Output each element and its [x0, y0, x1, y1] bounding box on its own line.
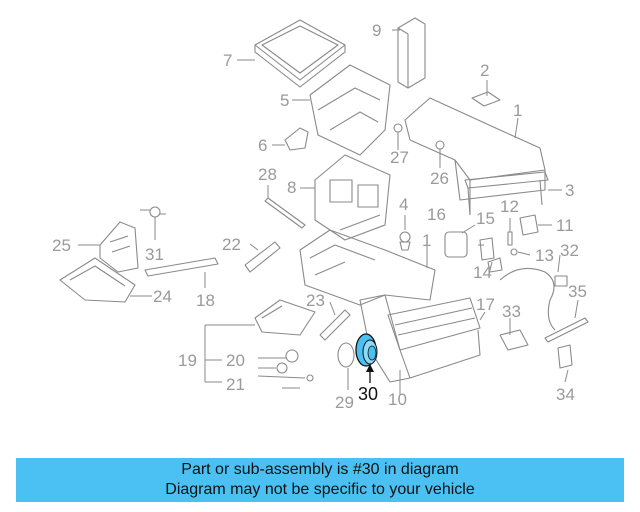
callout-12: 12 [500, 197, 519, 216]
part-31-screw [140, 206, 166, 218]
part-5-upper-housing [309, 64, 391, 156]
part-27-screw [393, 123, 403, 145]
banner-line-2: Diagram may not be specific to your vehi… [165, 481, 475, 498]
part-25-bracket [99, 221, 139, 273]
callout-1b: 1 [422, 231, 431, 250]
callout-1: 1 [513, 101, 522, 120]
part-7-filter-frame [254, 19, 346, 88]
part-6-bracket [284, 127, 309, 151]
callout-17: 17 [476, 295, 495, 314]
callout-5: 5 [280, 91, 289, 110]
callout-15: 15 [476, 209, 495, 228]
callout-3: 3 [565, 181, 574, 200]
part-30-highlighted[interactable] [355, 333, 378, 367]
callout-11: 11 [556, 216, 574, 235]
part-16-cap [444, 231, 468, 258]
callout-29: 29 [335, 393, 354, 412]
callout-18: 18 [196, 291, 215, 310]
callout-10: 10 [388, 390, 407, 409]
part-8-housing [314, 154, 391, 241]
part-22-seal [244, 241, 281, 273]
part-19-filter [254, 299, 316, 336]
callout-27: 27 [390, 148, 409, 167]
part-15-clip [479, 237, 495, 261]
part-32-harness [499, 267, 568, 331]
part-11-sensor [519, 214, 539, 236]
parts-diagram: 9 7 5 2 1 6 27 26 8 3 28 4 31 25 24 18 2… [52, 17, 589, 412]
arrow-30 [366, 364, 374, 383]
part-26-fastener [435, 140, 445, 160]
callout-25: 25 [52, 236, 71, 255]
callout-35: 35 [568, 282, 587, 301]
callout-28: 28 [258, 165, 277, 184]
callout-31: 31 [145, 245, 164, 264]
callout-6: 6 [258, 136, 267, 155]
callout-30: 30 [358, 384, 378, 404]
callout-16: 16 [427, 205, 446, 224]
callout-2: 2 [480, 61, 489, 80]
info-banner: Part or sub-assembly is #30 in diagram D… [16, 458, 624, 502]
callout-23: 23 [306, 291, 325, 310]
part-13-nut [510, 248, 518, 256]
callout-19: 19 [178, 351, 197, 370]
callout-33: 33 [502, 302, 521, 321]
callout-21: 21 [226, 375, 245, 394]
part-12-screw [507, 231, 513, 246]
part-4-grommet [399, 231, 411, 251]
callout-4: 4 [399, 195, 408, 214]
part-18-strip [144, 257, 219, 277]
part-1-duct [404, 97, 546, 215]
callout-22: 22 [222, 235, 241, 254]
callout-7: 7 [223, 51, 232, 70]
part-29-gasket [337, 342, 355, 368]
part-23-seal [319, 309, 351, 341]
part-14-connector [487, 257, 503, 273]
part-28-rod [264, 197, 306, 229]
part-24-tray [59, 257, 136, 303]
part-2-clip [471, 91, 501, 107]
callout-26: 26 [430, 169, 449, 188]
callout-8: 8 [287, 178, 296, 197]
part-17-heater-core [387, 297, 481, 351]
callout-24: 24 [153, 287, 172, 306]
part-21-clip [276, 362, 314, 382]
part-1-lower-housing [299, 229, 436, 306]
callout-9: 9 [372, 21, 381, 40]
banner-line-1: Part or sub-assembly is #30 in diagram [181, 461, 459, 478]
part-34-clip [557, 344, 573, 369]
callout-34: 34 [556, 385, 575, 404]
callout-32: 32 [560, 241, 579, 260]
part-9-panel [397, 17, 426, 89]
part-35-rod [544, 317, 589, 343]
part-20-grommet [285, 349, 299, 363]
part-3-bracket-bar [464, 171, 549, 216]
callout-14: 14 [473, 263, 492, 282]
callout-13: 13 [535, 246, 554, 265]
callout-20: 20 [226, 351, 245, 370]
part-33-bracket [499, 329, 529, 351]
